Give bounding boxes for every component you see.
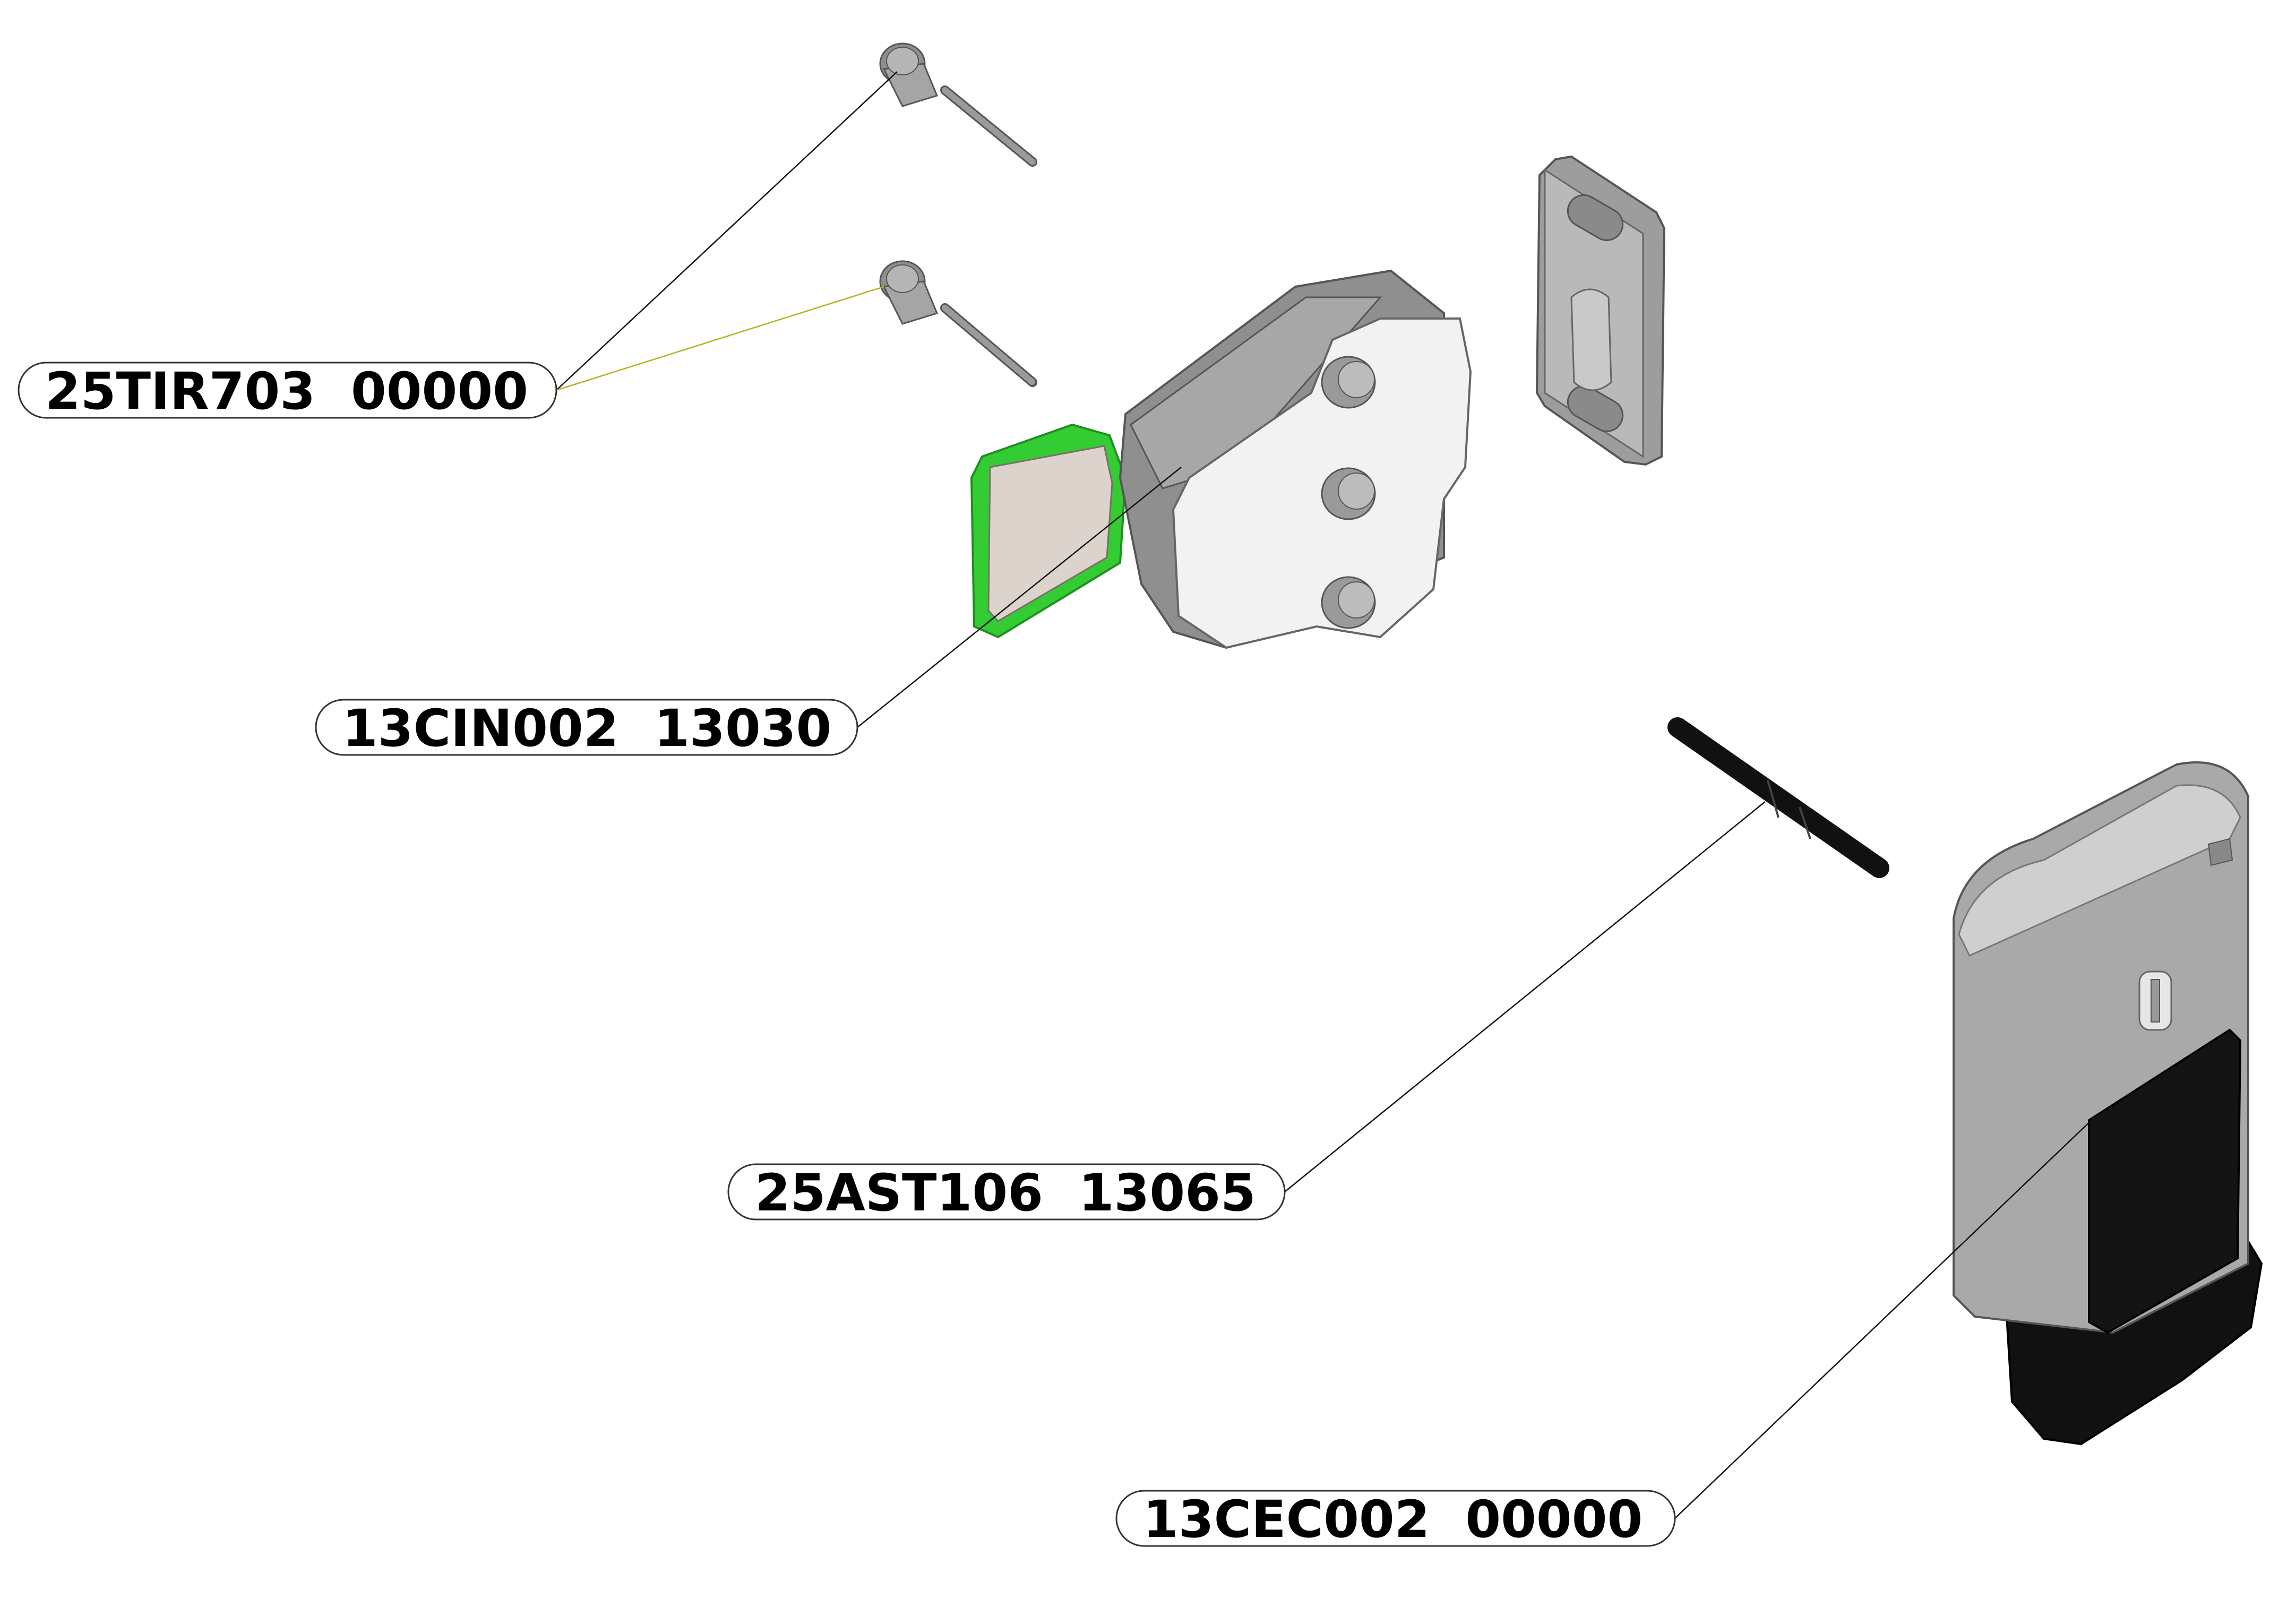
latch-assembly: [970, 269, 1472, 649]
shaft-pin: [1667, 717, 1889, 878]
callout-screws: 25TIR703 00000: [18, 362, 557, 421]
callout-shaft-text: 25AST106 13065: [755, 1163, 1256, 1223]
leader-screw-top: [556, 71, 898, 391]
leader-shaft: [1284, 801, 1766, 1192]
screw-top: [879, 42, 1037, 167]
callout-handle-housing-text: 13CEC002 00000: [1143, 1490, 1643, 1549]
leader-screw-bottom: [556, 286, 884, 391]
callout-latch-text: 13CIN002 13030: [342, 699, 831, 758]
callout-screws-text: 25TIR703 00000: [45, 362, 528, 421]
screw-bottom: [879, 260, 1037, 387]
bolt-heads: [1321, 356, 1376, 629]
leader-lines: [556, 71, 2095, 1519]
callout-shaft: 25AST106 13065: [727, 1163, 1286, 1223]
handle-housing: [1953, 761, 2263, 1446]
leader-latch: [857, 467, 1182, 728]
lock-cylinder-icon: [2138, 970, 2172, 1031]
striker-plate: [1535, 155, 1666, 466]
callout-latch: 13CIN002 13030: [315, 699, 858, 758]
leader-handle-housing: [1674, 1117, 2095, 1519]
callout-handle-housing: 13CEC002 00000: [1115, 1490, 1676, 1549]
